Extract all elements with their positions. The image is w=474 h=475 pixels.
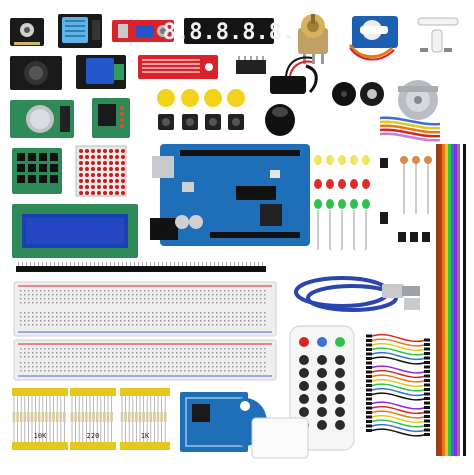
rfid-card <box>251 417 309 459</box>
resistor-label-220: 220 <box>87 432 100 440</box>
button-caps <box>157 89 245 107</box>
leds-yellow <box>314 155 370 165</box>
led-legs <box>317 210 367 250</box>
battery-clip <box>270 56 313 94</box>
resistor-strip-3: 1K <box>120 388 170 450</box>
photoresistors <box>400 156 432 214</box>
resistor-strip-1: 10K <box>12 388 68 450</box>
tactile-switches <box>158 114 244 130</box>
dht11-sensor-module <box>58 14 102 48</box>
servo-motor <box>348 16 398 61</box>
resistor-label-1k: 1K <box>141 432 150 440</box>
resistor-label-10k: 10K <box>34 432 47 440</box>
tilt-sensor <box>380 158 388 224</box>
microphone-module <box>112 20 174 42</box>
relay-module <box>76 55 126 89</box>
resistor-strip-2: 220 <box>70 388 116 450</box>
breadboard-lower <box>13 339 277 381</box>
rtc-clock-module <box>10 100 74 138</box>
dupont-wire-bundle <box>366 333 430 437</box>
joystick-cap <box>265 104 295 136</box>
servo-horns <box>417 17 459 53</box>
pin-headers <box>16 262 266 272</box>
dc-barrel-cable <box>305 64 318 94</box>
joystick-module <box>10 56 62 90</box>
stepper-wires <box>379 116 441 142</box>
potentiometer <box>298 14 328 64</box>
usb-cable <box>294 276 420 312</box>
leds-red <box>314 179 370 189</box>
seven-segment-display: 8.8.8.8.8. <box>163 18 295 45</box>
ic-chip <box>236 56 266 74</box>
segment-digits: 8.8.8.8.8. <box>163 20 295 45</box>
breadboard-large <box>13 281 277 337</box>
leds-green <box>314 199 370 209</box>
ir-receiver-board <box>360 82 384 106</box>
transistors <box>398 232 430 242</box>
stepper-driver-board <box>92 98 130 138</box>
keypad-module <box>12 148 62 194</box>
stepper-motor <box>398 80 438 120</box>
led-matrix <box>75 145 127 197</box>
arduino-uno-board <box>150 144 310 246</box>
jumper-ribbon <box>436 144 466 456</box>
lcd-1602-display <box>12 204 138 258</box>
buzzer <box>332 82 356 106</box>
sound-sensor-module <box>10 18 44 46</box>
water-sensor-module <box>138 55 218 79</box>
